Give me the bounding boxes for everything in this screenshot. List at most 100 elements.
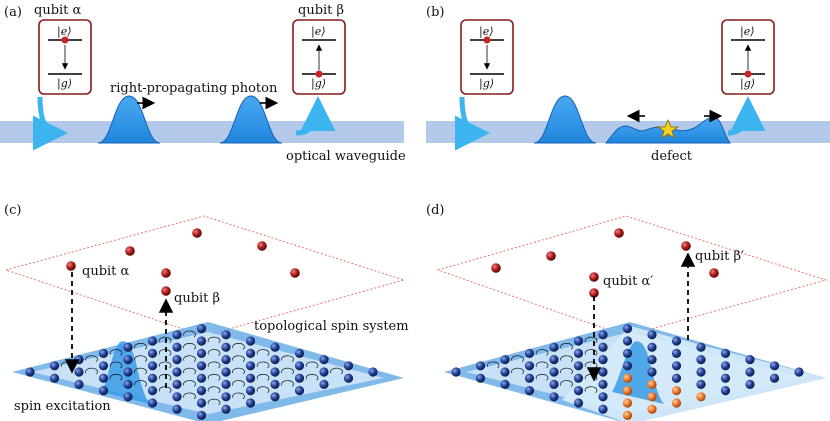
orange-spin-node [671,398,682,408]
blue-spin-node [622,336,633,346]
circulation-icon [584,349,598,356]
blue-spin-node [720,348,731,358]
circulation-icon [109,361,123,369]
qubit-spheres-c [66,228,300,296]
circulation-icon [256,361,270,369]
circulation-icon [183,392,196,400]
absorption-arrow-b [727,96,766,136]
blue-spin-node [245,348,256,358]
photon-label: right-propagating photon [110,81,278,96]
circulation-icon [85,355,98,362]
blue-spin-node [319,367,329,377]
ket-g-alpha-a: |g⟩ [57,77,72,91]
ket-e-alpha-a: |e⟩ [57,25,72,39]
blue-spin-node [245,336,256,346]
circulation-icon [207,386,221,393]
circulation-icon [486,361,500,369]
blue-spin-node [696,367,706,377]
blue-spin-node [147,386,158,396]
blue-spin-node [74,355,84,365]
qubit-beta-box-a: |e⟩ |g⟩ [292,19,346,95]
blue-spin-node [451,367,461,377]
panel-d: (d) qubit α′ qubit β′ [426,203,828,421]
circulation-icon [305,361,319,369]
blue-spin-node [294,348,305,358]
blue-spin-node [270,367,280,377]
circulation-icon [134,343,147,350]
blue-spin-node [196,386,207,396]
blue-spin-node [549,355,559,365]
emission-arrow-a [32,96,68,151]
blue-spin-node [622,361,633,371]
orange-spin-node [622,373,633,383]
blue-spin-node [196,373,207,383]
panel-a-tag: (a) [4,5,22,20]
blue-spin-node [172,404,182,414]
circulation-icon [281,355,294,362]
blue-spin-node [172,367,182,377]
photon-pulse-b [533,95,597,144]
absorption-arrow-a [295,96,336,136]
circulation-icon [183,343,196,350]
blue-spin-node [671,348,682,358]
blue-spin-node [270,355,280,365]
blue-spin-node [573,336,584,346]
ket-e-alpha-b: |e⟩ [479,25,494,39]
circulation-icon [560,343,573,350]
blue-spin-node [598,330,608,340]
waveguide-a [0,121,404,143]
blue-spin-node [647,342,657,352]
ket-e-beta-a: |e⟩ [311,25,326,39]
ket-g-beta-b: |g⟩ [740,77,755,91]
blue-spin-node [172,330,182,340]
blue-spin-node [221,330,231,340]
qubit-spheres-d [491,228,719,298]
blue-spin-node [294,361,305,371]
blue-spin-node [671,336,682,346]
blue-spin-node [549,379,559,389]
blue-spin-node [221,367,231,377]
spin-lattice-nodes-d [451,324,804,420]
blue-spin-node [475,373,486,383]
blue-spin-node [245,361,256,371]
orange-spin-node [671,386,682,396]
blue-spin-node [245,398,256,408]
qubit-sphere [491,263,501,273]
qubit-alpha-label-c: qubit α [82,264,130,279]
qubit-state-dot-beta-b [744,70,752,78]
blue-spin-node [196,398,207,408]
blue-spin-node [622,324,633,334]
blue-spin-node [598,392,608,402]
blue-spin-node [500,355,510,365]
circulation-icon [330,367,343,375]
circulation-icon [584,361,598,369]
orange-spin-node [622,386,633,396]
blue-spin-node [196,361,207,371]
circulation-icon [158,361,172,369]
blue-spin-node [147,373,158,383]
blue-spin-node [221,379,231,389]
blue-spin-node [221,404,231,414]
blue-spin-node [123,342,133,352]
qubit-beta-label-d: qubit β′ [695,249,744,264]
panel-a: (a) qubit α |e⟩ |g⟩ right-propagating ph… [0,3,406,164]
system-label: topological spin system [254,319,409,334]
blue-spin-node [147,361,158,371]
qubit-alpha-box-a: |e⟩ |g⟩ [38,19,92,95]
circulation-icon [511,367,524,375]
blue-spin-node [196,336,207,346]
blue-spin-node [769,361,780,371]
circulation-icon [560,380,573,387]
blue-spin-node [49,361,60,371]
circulation-icon [535,361,549,369]
blue-spin-node [573,373,584,383]
blue-spin-node [123,379,133,389]
circulation-icon [134,355,147,362]
blue-spin-node [745,355,755,365]
circulation-icon [281,367,294,375]
orange-spin-node [647,379,657,389]
qubit-sphere [589,288,599,298]
blue-spin-node [172,379,182,389]
qubit-alpha-label-d: qubit α′ [603,274,653,289]
blue-spin-node [647,367,657,377]
